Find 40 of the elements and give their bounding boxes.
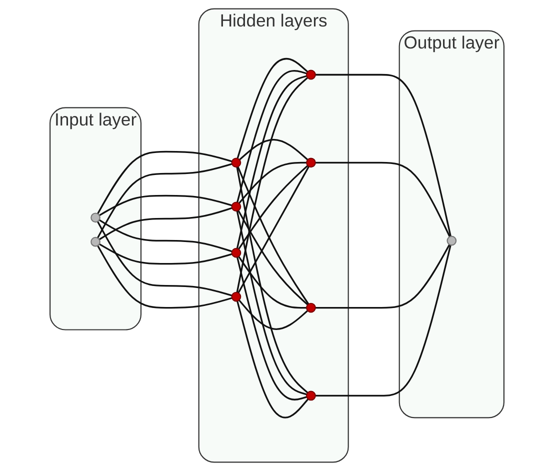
connector <box>96 150 232 214</box>
connector <box>96 163 232 238</box>
connector <box>236 166 308 394</box>
connector <box>98 194 232 216</box>
connector <box>98 243 232 265</box>
connector <box>98 207 232 240</box>
connector <box>236 210 307 396</box>
connector <box>238 256 307 309</box>
connector <box>96 221 232 296</box>
connector <box>236 75 307 249</box>
connector <box>236 58 308 159</box>
cluster: Output layer <box>398 30 504 418</box>
node-circle <box>306 302 316 313</box>
cluster: Hidden layers <box>198 8 349 463</box>
node-circle <box>231 202 242 212</box>
connector <box>238 300 308 330</box>
connector <box>98 219 232 252</box>
node-circle <box>231 248 242 258</box>
node-circle <box>306 158 316 168</box>
node-circle <box>231 292 242 302</box>
connector <box>236 70 307 203</box>
connector <box>315 74 452 237</box>
connector <box>238 162 307 204</box>
connector <box>238 138 308 160</box>
node-circle <box>306 390 316 401</box>
node-circle <box>446 236 457 246</box>
node-circle <box>231 158 242 168</box>
connector <box>236 300 309 418</box>
node-circle <box>90 212 100 223</box>
connector <box>236 77 308 293</box>
node-circle <box>306 70 316 80</box>
connector <box>315 244 450 309</box>
connector <box>315 162 450 238</box>
connector <box>236 256 307 400</box>
node-circle <box>90 236 100 247</box>
connector <box>315 244 452 397</box>
connector <box>96 245 232 309</box>
connector <box>238 210 308 306</box>
connector <box>238 165 308 250</box>
cluster: Input layer <box>50 107 142 330</box>
